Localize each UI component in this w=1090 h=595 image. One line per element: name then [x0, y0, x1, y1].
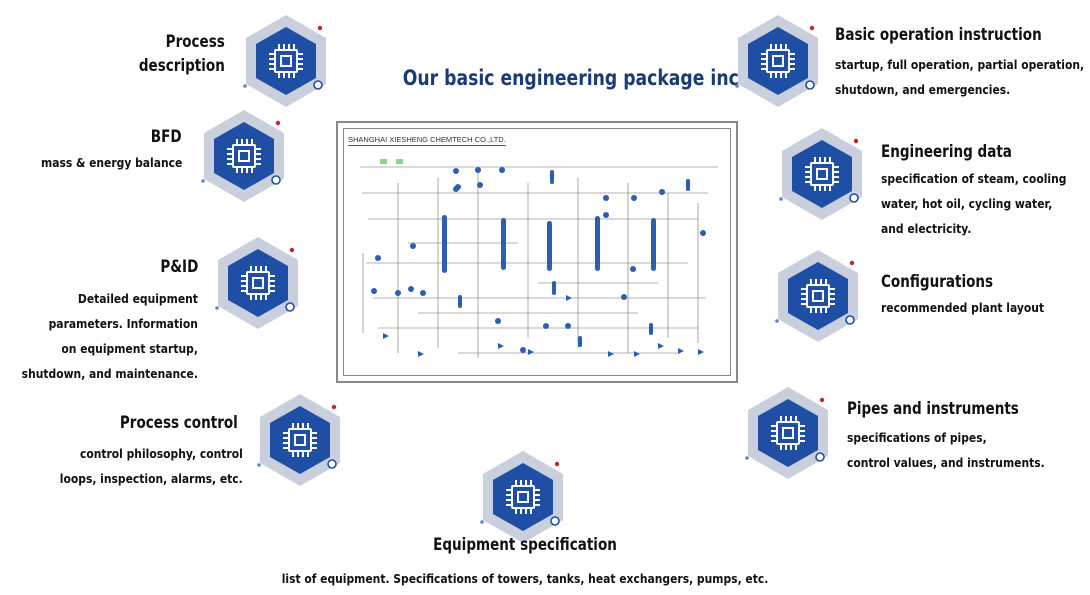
page-headline: Our basic engineering package includes — [402, 66, 792, 90]
bfd-description-line: mass & energy balance — [40, 155, 182, 170]
chip-icon — [238, 13, 334, 109]
chip-icon — [770, 248, 866, 344]
pid-description: Detailed equipment parameters. Informati… — [22, 286, 198, 386]
process-control-title: Process control — [120, 413, 238, 432]
pid-description-line: parameters. Information — [48, 316, 198, 331]
chip-icon — [740, 385, 836, 481]
pid-description-line: on equipment startup, — [61, 341, 198, 356]
pid-description-line: Detailed equipment — [77, 291, 198, 306]
configurations-description: recommended plant layout — [881, 295, 1044, 320]
pipes-instruments-description: specifications of pipes, control values,… — [847, 425, 1045, 475]
process-control-description: control philosophy, control loops, inspe… — [60, 441, 243, 491]
basic-operation-description-line: shutdown, and emergencies. — [835, 82, 1011, 97]
engineering-data-description-line: water, hot oil, cycling water, — [881, 196, 1053, 211]
process-flow-diagram: SHANGHAI XIESHENG CHEMTECH CO.,LTD. — [336, 121, 738, 383]
chip-icon — [196, 108, 292, 204]
chip-icon — [475, 449, 571, 545]
equipment-specification-description: list of equipment. Specifications of tow… — [250, 566, 800, 591]
equipment-specification-description-line: list of equipment. Specifications of tow… — [281, 571, 769, 586]
basic-operation-title: Basic operation instruction — [835, 25, 1042, 44]
process-description-title: Process description — [139, 30, 225, 78]
configurations-title: Configurations — [881, 272, 994, 291]
configurations-description-line: recommended plant layout — [881, 300, 1045, 315]
engineering-data-description-line: specification of steam, cooling — [881, 171, 1067, 186]
equipment-specification-title: Equipment specification — [433, 535, 617, 554]
flow-schematic — [360, 159, 718, 358]
process-description-title-line: description — [139, 55, 225, 75]
chip-icon — [252, 392, 348, 488]
diagram-caption: SHANGHAI XIESHENG CHEMTECH CO.,LTD. — [348, 135, 506, 146]
pipes-instruments-title: Pipes and instruments — [847, 399, 1019, 418]
engineering-data-title: Engineering data — [881, 142, 1012, 161]
basic-operation-description-line: startup, full operation, partial operati… — [835, 57, 1085, 72]
chip-icon — [774, 126, 870, 222]
diagram-border — [343, 128, 731, 376]
pipes-instruments-description-line: specifications of pipes, — [847, 430, 987, 445]
pid-description-line: shutdown, and maintenance. — [21, 366, 198, 381]
process-control-description-line: control philosophy, control — [80, 446, 243, 461]
pipes-instruments-description-line: control values, and instruments. — [847, 455, 1045, 470]
process-control-description-line: loops, inspection, alarms, etc. — [60, 471, 243, 486]
chip-icon — [210, 235, 306, 331]
pid-title: P&ID — [160, 257, 198, 276]
engineering-data-description: specification of steam, cooling water, h… — [881, 166, 1066, 241]
engineering-data-description-line: and electricity. — [881, 221, 972, 236]
bfd-title: BFD — [151, 127, 182, 146]
chip-icon — [730, 13, 826, 109]
bfd-description: mass & energy balance — [41, 150, 182, 175]
process-description-title-line: Process — [165, 32, 225, 51]
basic-operation-description: startup, full operation, partial operati… — [835, 52, 1084, 102]
